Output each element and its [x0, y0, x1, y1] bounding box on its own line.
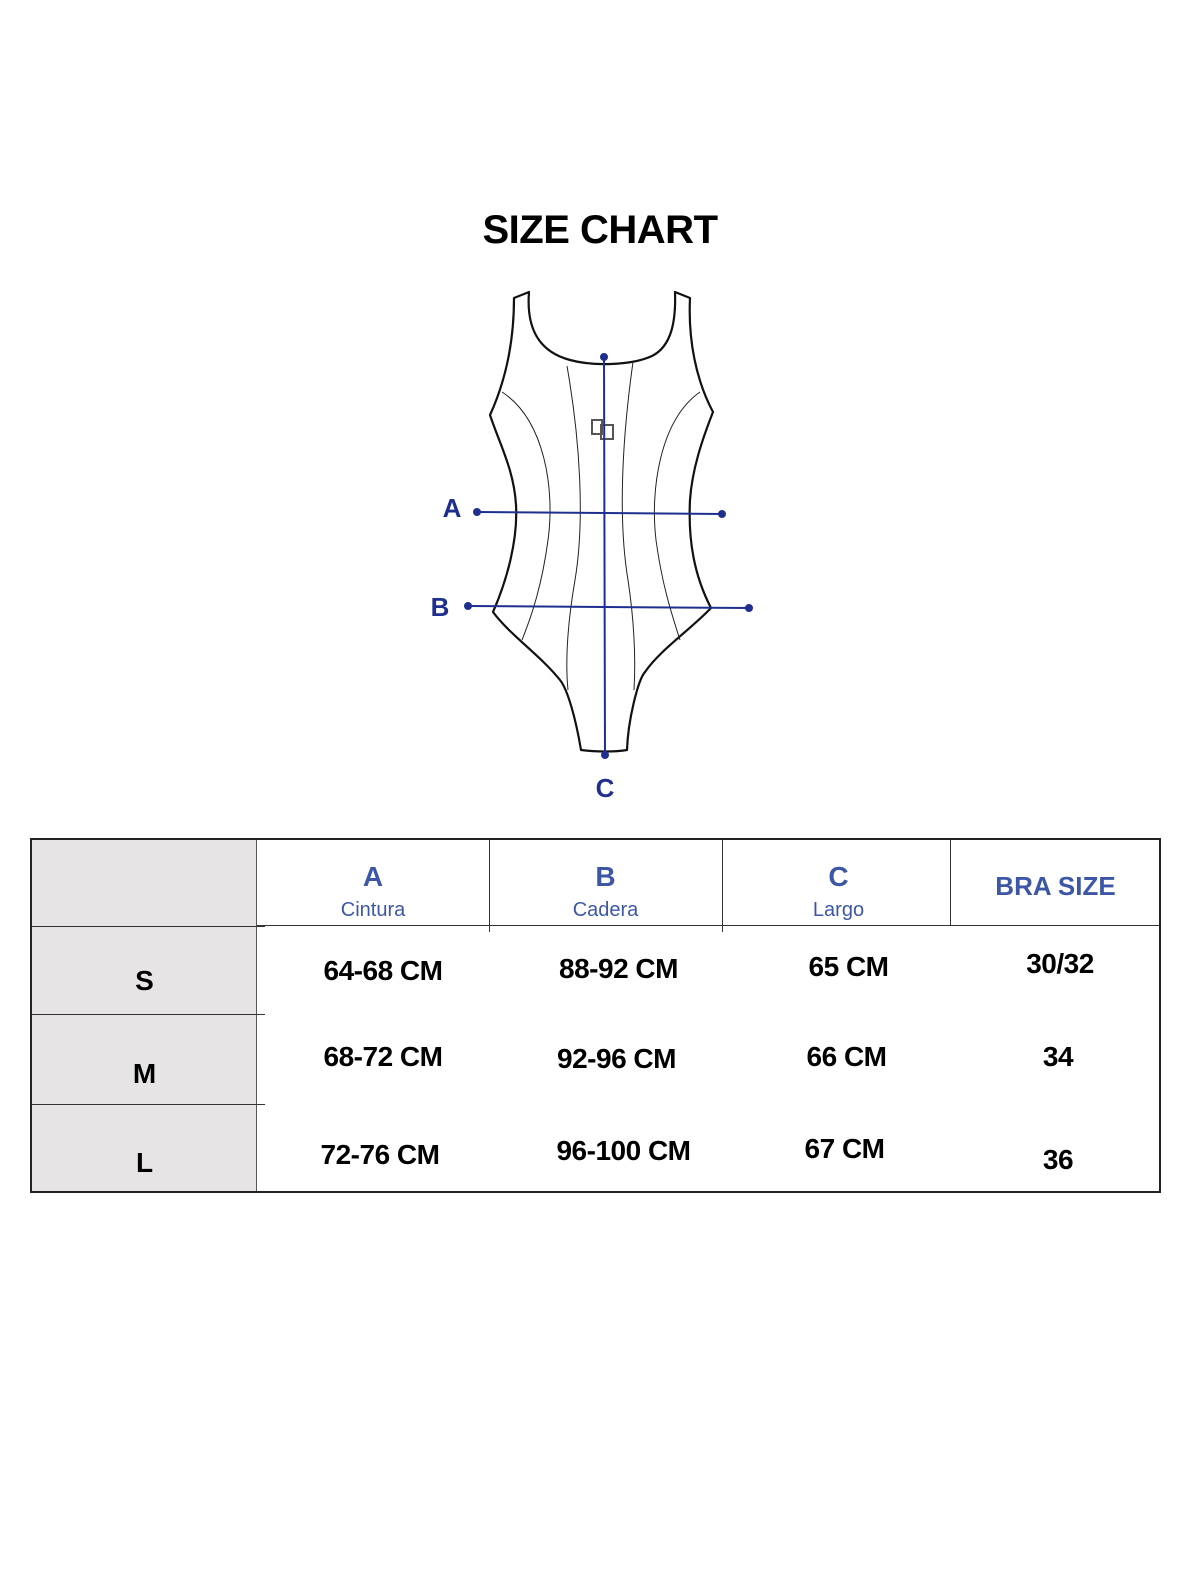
- header-divider: [489, 840, 490, 932]
- table-cell: 30/32: [1026, 948, 1094, 979]
- header-sub: Cadera: [572, 899, 639, 921]
- size-label: M: [132, 1058, 157, 1089]
- header-divider: [722, 840, 723, 932]
- size-label: L: [135, 1147, 154, 1178]
- row-divider: [32, 1014, 265, 1015]
- bodysuit-outline: [488, 290, 715, 753]
- table-cell: 36: [1042, 1144, 1074, 1175]
- table-cell: 88-92 CM: [559, 953, 678, 984]
- size-table: A Cintura B Cadera C Largo BRA SIZE S M …: [30, 838, 1161, 1193]
- table-cell: 65 CM: [808, 951, 889, 982]
- header-waist: A Cintura: [257, 840, 489, 926]
- size-label: S: [135, 965, 154, 996]
- table-cell: 68-72 CM: [323, 1041, 443, 1072]
- size-column: [32, 840, 257, 1191]
- table-cell: 72-76 CM: [320, 1139, 440, 1170]
- seam-line: [621, 361, 636, 691]
- page-title: SIZE CHART: [482, 208, 719, 252]
- header-sub: Cintura: [340, 899, 406, 921]
- seam-line: [566, 365, 581, 691]
- header-letter: C: [828, 861, 849, 892]
- table-cell: 96-100 CM: [556, 1135, 691, 1166]
- header-divider: [950, 840, 951, 926]
- bodysuit-diagram: A B C: [431, 290, 753, 803]
- measure-label-a: A: [443, 493, 462, 523]
- header-letter: B: [595, 861, 616, 892]
- measure-label-b: B: [431, 592, 450, 622]
- header-length: C Largo: [722, 840, 955, 926]
- row-divider: [32, 926, 265, 927]
- table-header-row: [257, 840, 1159, 926]
- header-sub: Largo: [812, 899, 865, 921]
- table-cell: 34: [1042, 1041, 1074, 1072]
- measure-line-c: [603, 356, 606, 756]
- seam-line: [501, 391, 551, 641]
- header-hip: B Cadera: [489, 840, 722, 926]
- seam-line: [653, 391, 701, 641]
- measure-line-a: [476, 511, 723, 515]
- header-bra-size: BRA SIZE: [950, 840, 1161, 926]
- header-bra-label: BRA SIZE: [995, 871, 1116, 901]
- table-cell: 67 CM: [804, 1133, 885, 1164]
- logo-icon: [591, 419, 614, 440]
- table-cell: 64-68 CM: [323, 955, 443, 986]
- table-cell: 92-96 CM: [557, 1043, 676, 1074]
- measure-label-c: C: [596, 773, 615, 803]
- measure-line-b: [467, 605, 750, 609]
- table-cell: 66 CM: [806, 1041, 887, 1072]
- header-letter: A: [362, 861, 384, 892]
- row-divider: [32, 1104, 265, 1105]
